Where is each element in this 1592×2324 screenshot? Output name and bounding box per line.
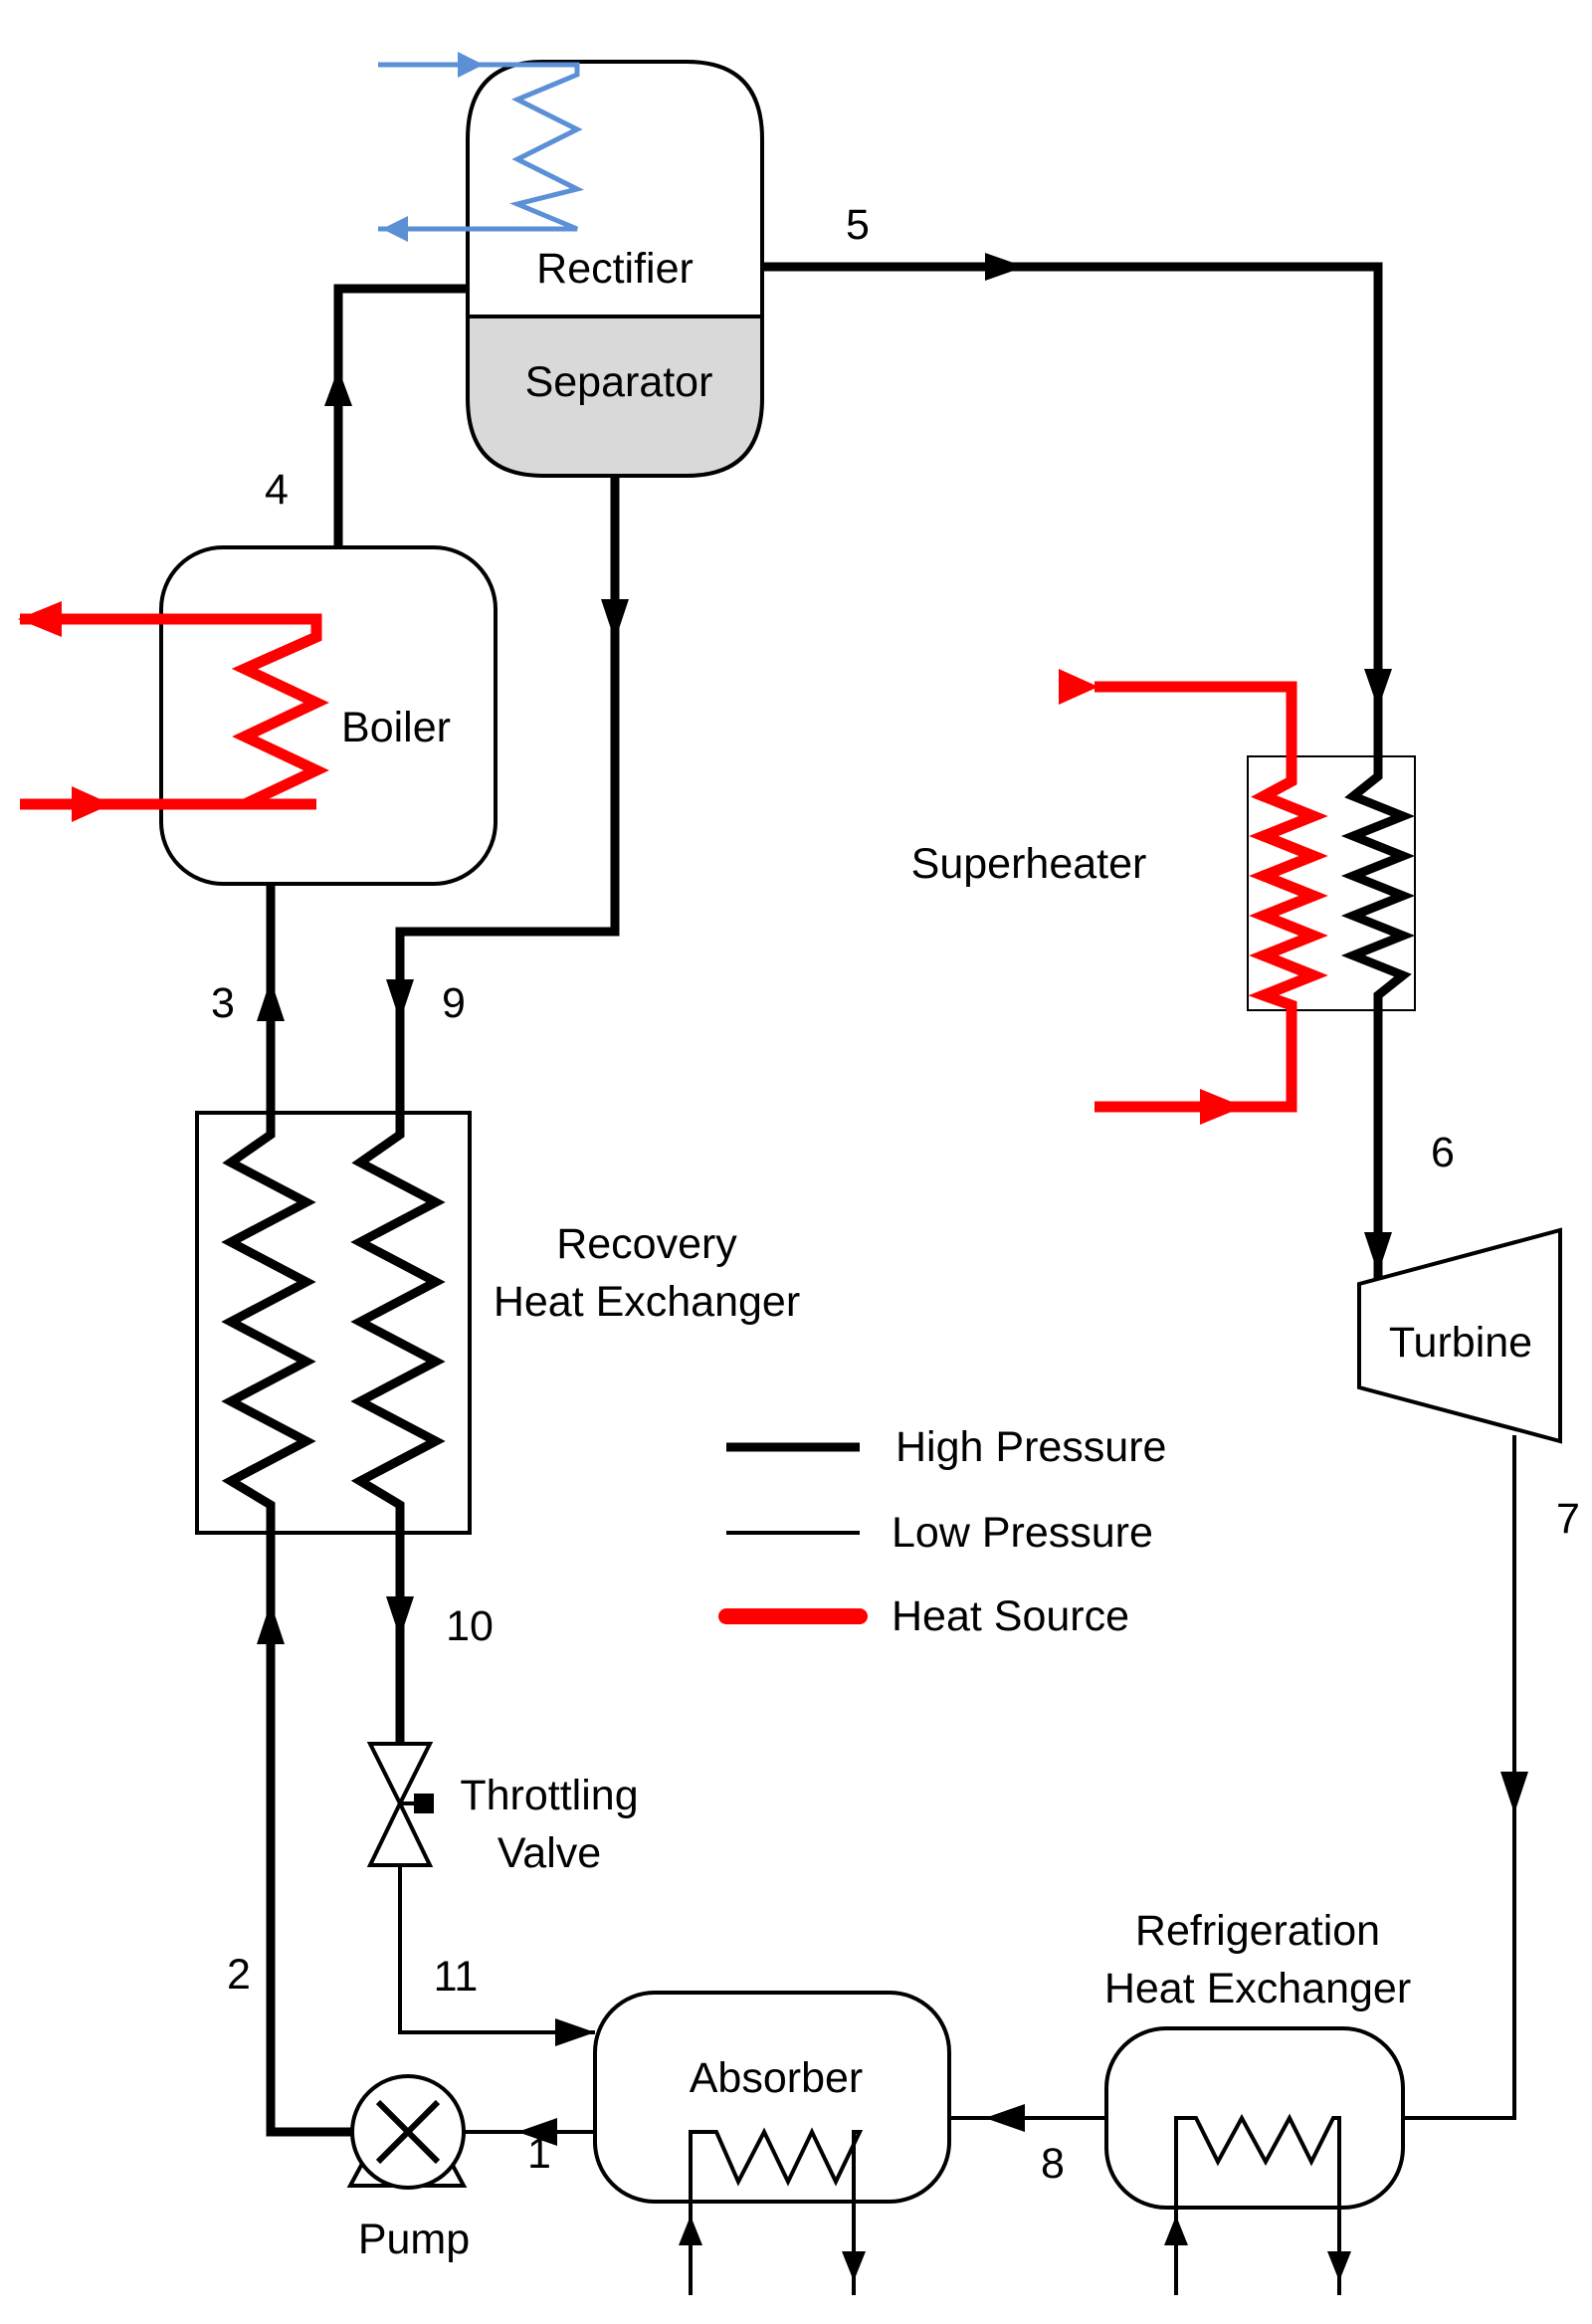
line-state-7 — [1403, 1435, 1516, 2120]
vessel-outline — [466, 60, 764, 478]
boiler-heat-coil — [20, 613, 329, 810]
refrigeration-out-arrow — [1327, 2251, 1351, 2281]
superheater-heat-out-arrow — [1059, 669, 1098, 705]
arrow-state-10 — [386, 1596, 414, 1638]
valve-upper-triangle — [366, 1742, 434, 1808]
pump-cross-b — [375, 2099, 441, 2165]
arrow-state-1 — [517, 2118, 557, 2146]
recovery-hx-label-1: Recovery — [556, 1220, 737, 1268]
rectifier-label: Rectifier — [536, 245, 694, 293]
legend-high-pressure-label: High Pressure — [896, 1423, 1166, 1471]
arrow-state-5 — [985, 253, 1025, 281]
recovery-hx-coil-left — [221, 1113, 316, 1533]
line-state-2 — [266, 1533, 352, 2137]
line-state-4 — [333, 284, 468, 547]
recovery-heat-exchanger: Recovery Heat Exchanger — [195, 1111, 800, 1535]
valve-actuator — [414, 1794, 434, 1813]
state-label-11: 11 — [434, 1953, 479, 2001]
throttling-valve: Throttling Valve — [366, 1742, 639, 1877]
legend-heat-source-label: Heat Source — [892, 1592, 1129, 1640]
refrigeration-hx-label-1: Refrigeration — [1135, 1907, 1380, 1955]
high-pressure-lines — [257, 253, 1392, 2137]
throttling-label-2: Valve — [498, 1829, 601, 1877]
turbine-label: Turbine — [1389, 1319, 1532, 1367]
pump-label: Pump — [358, 2216, 470, 2263]
arrow-state-4 — [324, 368, 352, 406]
superheater-heat-in-arrow — [1200, 1089, 1244, 1125]
state-label-9: 9 — [442, 979, 466, 1027]
refrigeration-in-arrow — [1164, 2216, 1188, 2245]
turbine-shape — [1357, 1227, 1562, 1444]
arrow-state-8 — [985, 2104, 1025, 2132]
boiler: Boiler — [18, 545, 498, 886]
rectifier-cooling-coil — [378, 52, 585, 242]
legend-low-pressure-label: Low Pressure — [892, 1509, 1153, 1557]
recovery-hx-label-2: Heat Exchanger — [494, 1278, 800, 1326]
arrow-state-9 — [386, 979, 414, 1021]
low-pressure-lines — [398, 1435, 1528, 2146]
arrow-state-2 — [257, 1602, 285, 1644]
separator-fill — [468, 317, 762, 476]
superheater-working-coil — [1340, 756, 1416, 1005]
state-numbers: 1 2 3 4 5 6 7 8 9 10 11 — [211, 201, 1580, 2188]
rectifier-separator-vessel: Rectifier Separator — [466, 60, 764, 478]
superheater-heat-coil — [1094, 681, 1328, 1113]
absorber-cooling-coil — [689, 2127, 864, 2295]
coolant-outlet-arrow — [382, 216, 408, 242]
absorber-label: Absorber — [690, 2054, 863, 2102]
legend: High Pressure Low Pressure Heat Source — [718, 1423, 1166, 1640]
arrow-state-7 — [1500, 1772, 1528, 1813]
refrigeration-hx-label-2: Heat Exchanger — [1104, 1965, 1411, 2012]
line-state-11 — [398, 1867, 595, 2034]
state-label-1: 1 — [527, 2130, 551, 2178]
refrigeration-heat-exchanger: Refrigeration Heat Exchanger — [1104, 1907, 1411, 2295]
coolant-inlet-arrow — [458, 52, 484, 78]
superheater: Superheater — [911, 669, 1416, 1125]
state-label-3: 3 — [211, 979, 235, 1027]
state-label-4: 4 — [265, 466, 289, 514]
refrigeration-hx-shell — [1104, 2026, 1405, 2210]
boiler-label: Boiler — [341, 704, 451, 751]
line-state-9 — [395, 476, 620, 1113]
arrow-state-3 — [257, 979, 285, 1021]
pump: Pump — [346, 2074, 470, 2263]
absorber-shell — [593, 1991, 951, 2204]
arrow-state-9-top — [601, 599, 629, 641]
separator-label: Separator — [525, 358, 713, 406]
state-label-2: 2 — [227, 1951, 251, 1999]
state-label-6: 6 — [1431, 1129, 1455, 1176]
absorber: Absorber — [593, 1991, 951, 2295]
arrow-state-11 — [555, 2018, 595, 2046]
recovery-hx-coil-right — [350, 1113, 446, 1533]
state-label-5: 5 — [846, 201, 870, 249]
state-label-7: 7 — [1556, 1495, 1580, 1543]
state-label-8: 8 — [1041, 2140, 1065, 2188]
recovery-hx-box — [195, 1111, 472, 1535]
absorber-coolant-out-arrow — [842, 2251, 866, 2281]
refrigeration-hx-coil — [1174, 2113, 1341, 2295]
throttling-label-1: Throttling — [460, 1772, 638, 1819]
superheater-box — [1247, 755, 1416, 1011]
line-state-5 — [762, 262, 1383, 756]
superheater-label: Superheater — [911, 840, 1147, 888]
absorber-coolant-in-arrow — [679, 2216, 702, 2245]
turbine: Turbine — [1357, 1227, 1562, 1444]
boiler-heat-out-arrow — [18, 601, 62, 637]
coolant-line — [378, 62, 585, 232]
valve-lower-triangle — [366, 1798, 434, 1867]
boiler-heat-in-arrow — [72, 786, 111, 822]
arrow-state-6 — [1364, 1232, 1392, 1274]
state-label-10: 10 — [446, 1602, 494, 1650]
arrow-state-5-down — [1364, 669, 1392, 709]
